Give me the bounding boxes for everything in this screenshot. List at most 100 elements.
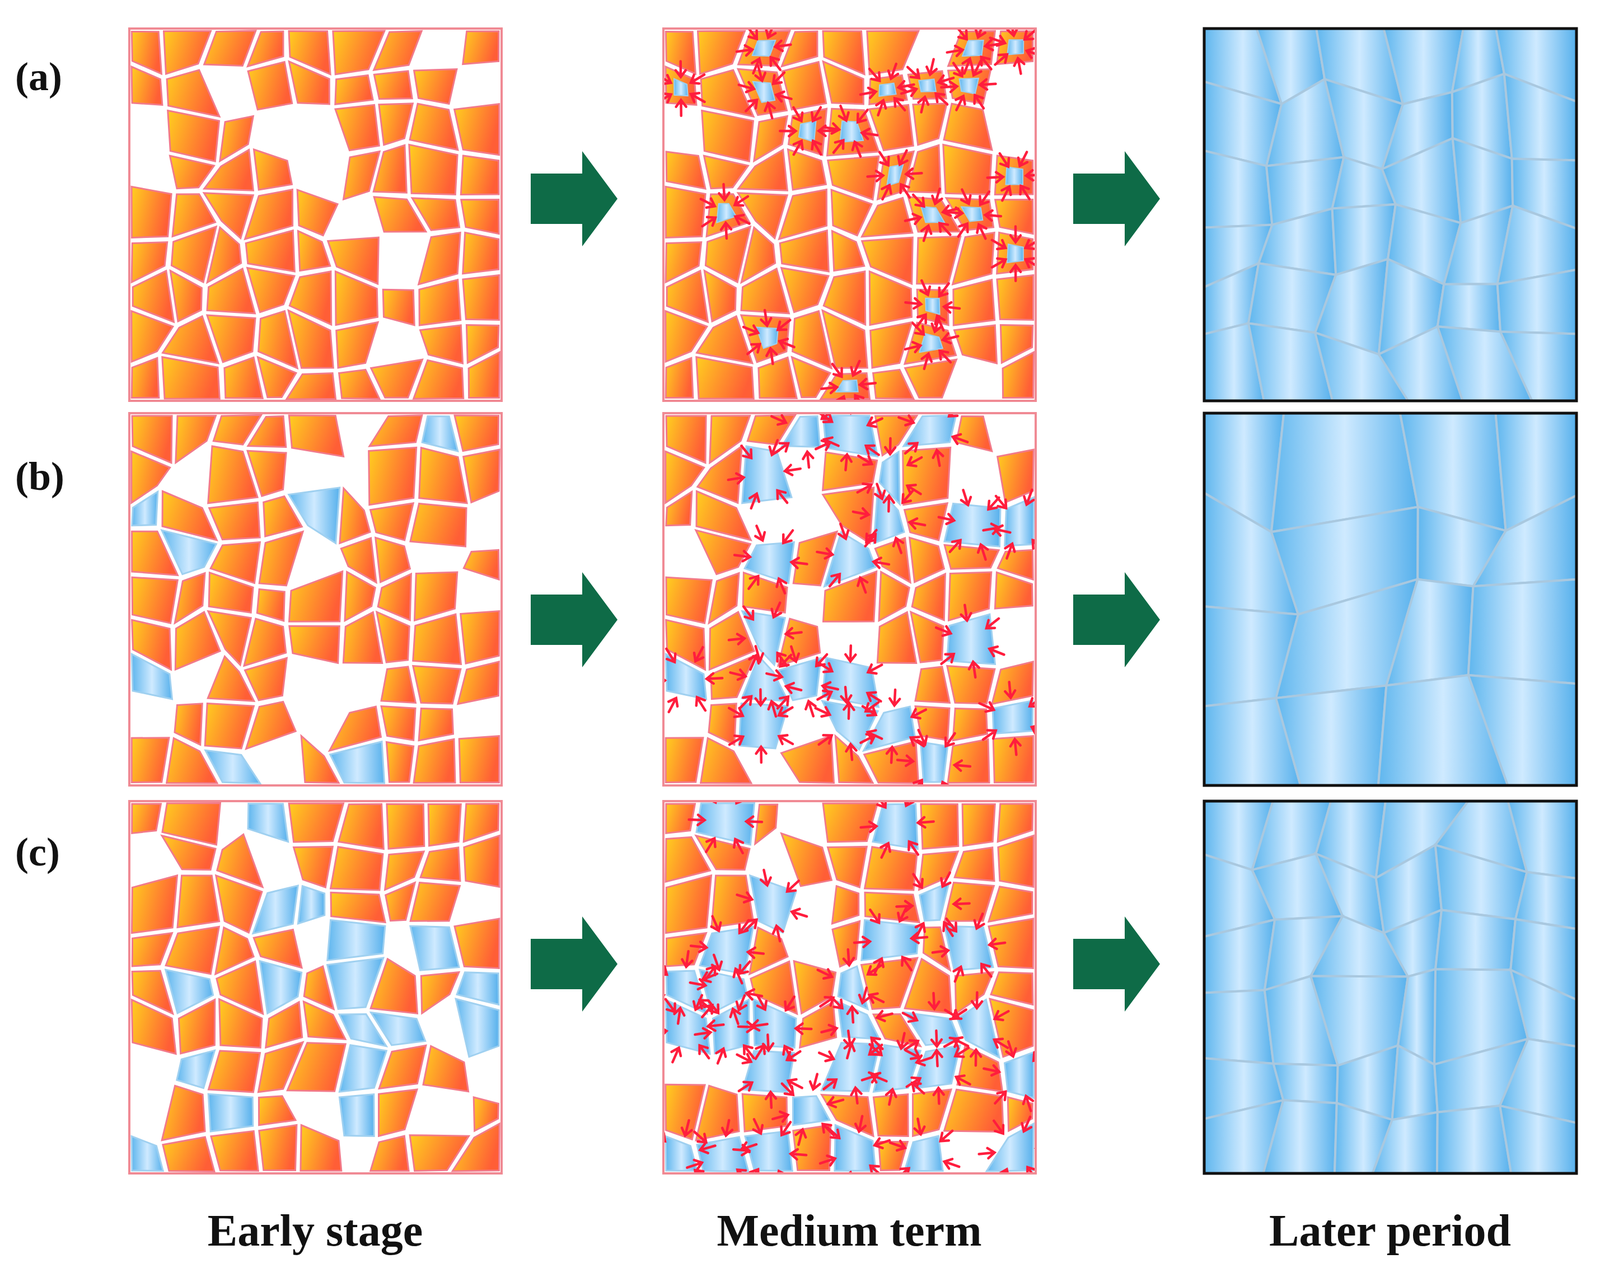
orange-grain — [920, 803, 959, 849]
panel-ground — [129, 801, 502, 1174]
orange-grain — [992, 661, 1034, 705]
growth-arrow — [747, 344, 760, 355]
growth-arrow — [777, 490, 788, 503]
stage-arrows — [530, 151, 1160, 1012]
growth-arrow — [913, 874, 923, 888]
panel-border — [1204, 28, 1577, 401]
orange-grain — [905, 359, 957, 398]
orange-grain — [418, 232, 461, 285]
growth-arrow — [753, 646, 764, 662]
growth-arrow — [869, 68, 880, 81]
growth-arrow — [741, 445, 752, 458]
growth-arrow — [777, 696, 789, 709]
growth-arrow — [897, 755, 914, 766]
growth-arrow — [913, 194, 924, 207]
growth-arrow — [747, 947, 764, 958]
growth-arrow — [766, 28, 776, 38]
growth-arrow — [1026, 170, 1036, 181]
growth-arrow — [916, 314, 926, 328]
orange-grain — [452, 1123, 500, 1172]
growth-arrow — [953, 898, 970, 909]
blue-grain — [1504, 73, 1577, 161]
grain-panel — [129, 801, 502, 1174]
orange-grain — [287, 1042, 346, 1092]
blue-grain — [422, 416, 458, 452]
growth-arrow — [914, 1119, 925, 1135]
orange-grain — [208, 572, 254, 614]
growth-arrow — [783, 530, 793, 544]
growth-arrow — [975, 28, 986, 38]
orange-grain — [247, 450, 287, 497]
orange-grain — [207, 268, 255, 314]
orange-grain — [289, 571, 343, 622]
growth-arrow — [906, 168, 923, 179]
orange-grain — [696, 357, 755, 399]
blue-grain — [834, 1125, 876, 1172]
grain-panel — [649, 393, 1056, 797]
grain-panel — [1204, 28, 1577, 401]
orange-grain — [245, 657, 288, 700]
growth-arrow — [851, 1087, 862, 1104]
orange-grain — [943, 103, 993, 150]
growth-arrow — [875, 484, 885, 499]
growth-arrow — [712, 955, 722, 970]
orange-grain — [737, 68, 787, 115]
blue-grain — [205, 750, 261, 784]
growth-arrow — [784, 465, 801, 476]
growth-arrow — [859, 379, 876, 390]
growth-arrow — [992, 240, 1006, 250]
orange-grain — [258, 357, 297, 398]
orange-grain — [386, 741, 414, 783]
panel-border — [1204, 801, 1577, 1174]
growth-arrow — [881, 843, 891, 858]
growth-arrow — [676, 100, 687, 116]
growth-arrow — [869, 1045, 882, 1055]
blue-grain — [1437, 1105, 1511, 1174]
growth-arrow — [771, 415, 787, 425]
orange-grain — [997, 803, 1033, 842]
growth-arrow — [995, 496, 1007, 509]
growth-arrow — [979, 191, 990, 205]
growth-arrow — [905, 298, 921, 309]
growth-arrow — [883, 496, 895, 512]
growth-arrow — [857, 483, 872, 493]
orange-grain — [300, 1125, 342, 1172]
growth-arrow — [941, 872, 951, 887]
blue-grain — [131, 653, 172, 700]
orange-grain — [919, 851, 959, 890]
growth-arrow — [936, 93, 948, 105]
growth-arrow — [821, 1025, 837, 1035]
orange-grain — [913, 103, 947, 145]
panel-border — [663, 801, 1036, 1174]
growth-arrow — [788, 1079, 803, 1089]
orange-grain — [463, 449, 500, 503]
grain-panel — [657, 20, 1042, 411]
blue-grain — [339, 1045, 387, 1093]
growth-arrow — [733, 839, 743, 854]
growth-arrow — [708, 1020, 724, 1031]
orange-grain — [409, 103, 458, 150]
orange-grain — [989, 998, 1033, 1057]
growth-arrow — [663, 93, 672, 103]
orange-grain — [779, 230, 829, 272]
growth-arrow — [853, 508, 869, 519]
growth-arrow — [926, 59, 937, 75]
blue-grain — [1204, 919, 1275, 994]
orange-grain — [462, 274, 500, 320]
orange-grain — [750, 961, 798, 1014]
orange-grain — [379, 103, 413, 145]
orange-grain — [864, 741, 919, 784]
growth-arrow — [770, 57, 781, 70]
orange-grain — [948, 572, 992, 621]
growth-arrow — [867, 170, 884, 181]
growth-arrow — [743, 606, 753, 620]
orange-grain — [822, 310, 868, 369]
growth-arrow — [854, 937, 870, 948]
blue-grain — [920, 741, 948, 783]
growth-arrow — [985, 210, 1001, 221]
orange-grain — [288, 415, 344, 457]
growth-arrow — [986, 618, 999, 629]
orange-grain — [947, 738, 990, 783]
growth-arrow — [666, 648, 676, 663]
growth-arrow — [918, 817, 934, 828]
